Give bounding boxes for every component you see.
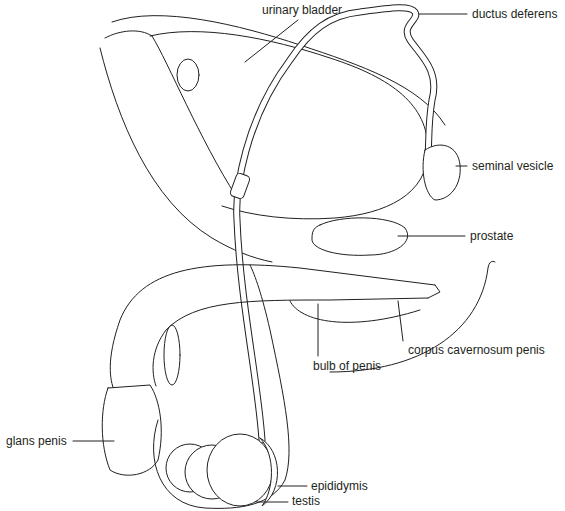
part-label: glans penis bbox=[6, 434, 67, 448]
leader-line bbox=[245, 20, 298, 62]
glans-penis-shape bbox=[102, 385, 161, 475]
leader-line bbox=[318, 304, 319, 356]
corpus-spongiosum bbox=[164, 325, 180, 385]
leader-line bbox=[73, 441, 114, 442]
prostate-shape bbox=[312, 218, 408, 256]
leader-line bbox=[419, 14, 467, 15]
leader-line bbox=[256, 502, 288, 503]
inguinal-ring bbox=[229, 172, 250, 199]
epididymis-shape bbox=[260, 438, 278, 506]
ductus-outer bbox=[237, 8, 434, 440]
corpus-lower-line bbox=[153, 298, 428, 386]
ductus-inner bbox=[237, 8, 434, 440]
corpus-tip bbox=[428, 285, 440, 298]
ductus-deferens-tube bbox=[237, 8, 434, 440]
pubic-outline bbox=[105, 31, 236, 196]
seminal-vesicle-shape bbox=[423, 145, 460, 200]
part-label: testis bbox=[292, 494, 320, 508]
scrotum-outline bbox=[153, 265, 289, 508]
part-label: seminal vesicle bbox=[472, 159, 553, 173]
part-label: corpus cavernosum penis bbox=[408, 343, 545, 357]
testis-shape bbox=[207, 434, 273, 506]
part-label: urinary bladder bbox=[262, 3, 342, 17]
part-label: bulb of penis bbox=[313, 359, 381, 373]
part-label: prostate bbox=[470, 229, 513, 243]
leader-lines bbox=[73, 14, 467, 502]
leader-line bbox=[456, 166, 467, 167]
corpus-upper-line bbox=[110, 265, 435, 390]
leader-line bbox=[398, 301, 403, 341]
part-label: epididymis bbox=[311, 479, 368, 493]
leader-line bbox=[398, 236, 465, 237]
obturator-foramen bbox=[177, 59, 199, 91]
leader-line bbox=[278, 486, 307, 487]
part-label: ductus deferens bbox=[472, 7, 557, 21]
